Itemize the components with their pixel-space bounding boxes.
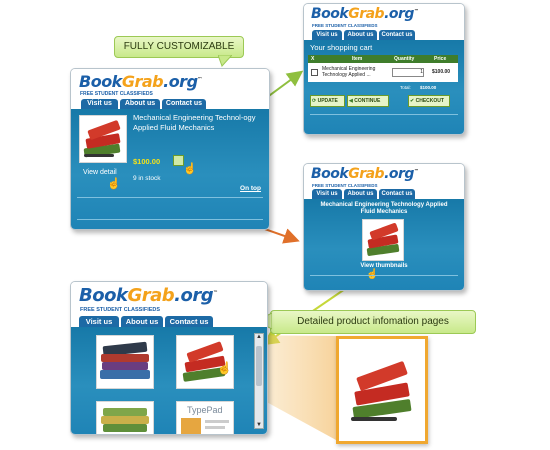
divider xyxy=(310,275,458,276)
thumbnail-red-books[interactable] xyxy=(176,335,234,389)
product-widget: BookGrab.org™ FREE STUDENT CLASSIFIEDS V… xyxy=(70,68,270,230)
cart-table: X Item Quantity Price Mechanical Enginee… xyxy=(308,55,458,82)
product-title[interactable]: Mechanical Engineering Technol-ogy Appli… xyxy=(133,113,256,132)
bookgrab-logo: BookGrab.org™ xyxy=(79,285,218,306)
tab-about-us[interactable]: About us xyxy=(344,30,377,40)
view-detail-link[interactable]: View detail xyxy=(83,169,117,176)
detail-widget: BookGrab.org™ FREE STUDENT CLASSIFIEDS V… xyxy=(303,163,465,291)
callout-fully-customizable: FULLY CUSTOMIZABLE xyxy=(114,36,244,58)
tagline: FREE STUDENT CLASSIFIEDS xyxy=(80,307,161,313)
tab-visit-us[interactable]: Visit us xyxy=(312,30,342,40)
hand-cursor-icon: ☝ xyxy=(366,269,378,280)
typepad-label: TypePad xyxy=(187,405,223,415)
total-value: $100.00 xyxy=(420,85,437,90)
stock-text: 9 in stock xyxy=(133,175,161,182)
thumbnail-books[interactable] xyxy=(96,335,154,389)
tab-visit-us[interactable]: Visit us xyxy=(312,189,342,199)
col-price: Price xyxy=(434,56,447,62)
thumbnail-green-books[interactable] xyxy=(96,401,154,434)
tagline: FREE STUDENT CLASSIFIEDS xyxy=(80,91,153,97)
tagline: FREE STUDENT CLASSIFIEDS xyxy=(312,183,378,188)
table-row: Mechanical Engineering Technology Applie… xyxy=(308,63,458,82)
thumbnail-typepad[interactable]: TypePad xyxy=(176,401,234,434)
detail-title: Mechanical Engineering Technology Applie… xyxy=(320,202,448,215)
tab-visit-us[interactable]: Visit us xyxy=(81,99,118,109)
product-price: $100.00 xyxy=(133,157,161,166)
tab-contact-us[interactable]: Contact us xyxy=(379,30,415,40)
hand-cursor-icon: ☝ xyxy=(217,361,232,375)
divider xyxy=(77,197,263,198)
total-label: Total: xyxy=(400,85,411,90)
remove-checkbox[interactable] xyxy=(311,69,318,76)
col-item: Item xyxy=(352,56,363,62)
hand-cursor-icon: ☝ xyxy=(183,163,197,175)
add-to-cart-icon[interactable] xyxy=(173,155,184,166)
tab-about-us[interactable]: About us xyxy=(121,316,163,327)
col-quantity: Quantity xyxy=(394,56,415,62)
on-top-link[interactable]: On top xyxy=(240,185,261,192)
tab-contact-us[interactable]: Contact us xyxy=(162,99,206,109)
zoomed-thumbnail xyxy=(336,336,428,444)
back-arrow-icon: ◀ xyxy=(349,98,353,104)
detail-book-image[interactable] xyxy=(362,219,404,261)
update-button[interactable]: ⟳ UPDATE xyxy=(310,95,345,107)
cart-item-name[interactable]: Mechanical Engineering Technology Applie… xyxy=(322,66,376,78)
bookgrab-logo: BookGrab.org™ xyxy=(311,166,419,182)
grid-widget: BookGrab.org™ FREE STUDENT CLASSIFIEDS V… xyxy=(70,281,268,435)
cart-total: Total: $100.00 xyxy=(400,85,436,90)
zoomed-book-image xyxy=(347,351,417,429)
refresh-icon: ⟳ xyxy=(312,98,317,104)
callout-customizable-text: FULLY CUSTOMIZABLE xyxy=(123,41,235,52)
bookgrab-logo: BookGrab.org™ xyxy=(79,72,203,91)
scroll-thumb[interactable] xyxy=(256,346,262,386)
tab-about-us[interactable]: About us xyxy=(120,99,160,109)
hand-cursor-icon-2: ☝ xyxy=(107,178,121,190)
scrollbar[interactable]: ▲ ▼ xyxy=(254,333,264,429)
callout-customizable-pointer xyxy=(218,55,232,67)
checkout-button[interactable]: ✔ CHECKOUT xyxy=(408,95,450,107)
cart-widget: BookGrab.org™ FREE STUDENT CLASSIFIEDS V… xyxy=(303,3,465,135)
divider xyxy=(310,114,458,115)
callout-detailed-pages: Detailed product infomation pages xyxy=(270,310,476,334)
cart-item-price: $100.00 xyxy=(432,69,451,75)
tab-contact-us[interactable]: Contact us xyxy=(165,316,213,327)
view-thumbnails-link[interactable]: View thumbnails xyxy=(360,263,408,269)
tab-visit-us[interactable]: Visit us xyxy=(79,316,119,327)
callout-detailed-text: Detailed product infomation pages xyxy=(297,316,449,327)
bookgrab-logo: BookGrab.org™ xyxy=(311,6,419,22)
tagline: FREE STUDENT CLASSIFIEDS xyxy=(312,23,378,28)
tab-contact-us[interactable]: Contact us xyxy=(379,189,415,199)
scroll-down-arrow-icon[interactable]: ▼ xyxy=(256,422,262,428)
divider xyxy=(77,219,263,220)
quantity-input[interactable]: 1 xyxy=(392,68,424,77)
tab-about-us[interactable]: About us xyxy=(344,189,377,199)
scroll-up-arrow-icon[interactable]: ▲ xyxy=(256,334,262,340)
continue-button[interactable]: ◀ CONTINUE xyxy=(347,95,389,107)
col-x: X xyxy=(311,56,315,62)
check-icon: ✔ xyxy=(410,98,415,104)
product-book-image[interactable] xyxy=(79,115,127,163)
cart-header: Your shopping cart xyxy=(310,43,373,52)
